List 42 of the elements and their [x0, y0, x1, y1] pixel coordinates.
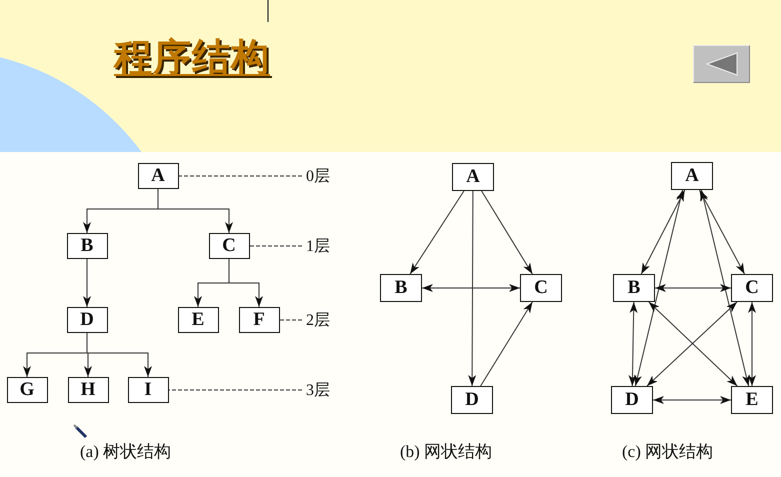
figure-caption: (a) 树状结构 [80, 441, 172, 463]
arrow [640, 190, 686, 274]
level-label: 2层 [302, 310, 334, 330]
node-box: H [68, 377, 108, 403]
figure-caption: (c) 网状结构 [622, 441, 714, 463]
slide-title: 程序结构 [114, 34, 270, 81]
node-box: E [731, 386, 773, 414]
arrow [700, 190, 750, 386]
node-box: D [451, 386, 493, 414]
level-label: 0层 [302, 166, 334, 186]
figure-caption: (b) 网状结构 [400, 441, 492, 463]
node-box: D [66, 307, 108, 333]
node-box: I [128, 377, 168, 403]
arrow [654, 284, 732, 292]
arrow [652, 396, 732, 404]
arrow [628, 302, 638, 386]
node-box: B [380, 274, 422, 302]
node-box: E [178, 307, 218, 333]
node-box: D [611, 386, 653, 414]
arrow [410, 190, 464, 274]
arrow [468, 190, 476, 386]
arrow [86, 332, 152, 378]
arrow [748, 302, 756, 386]
arrow [699, 190, 745, 274]
arrow [481, 190, 533, 274]
node-box: C [520, 274, 562, 302]
node-box: C [731, 274, 773, 302]
node-box: B [66, 233, 108, 259]
arrow [422, 284, 520, 292]
arrow [228, 258, 263, 308]
arrow [83, 258, 91, 308]
node-box: A [671, 162, 713, 190]
node-box: C [208, 233, 250, 259]
node-box: B [613, 274, 655, 302]
arrow [480, 302, 533, 386]
node-box: A [138, 163, 178, 189]
level-label: 3层 [302, 380, 334, 400]
node-box: G [6, 377, 48, 403]
level-label: 1层 [302, 236, 334, 256]
arrow [634, 190, 684, 386]
node-box: A [452, 163, 494, 191]
node-box: F [238, 307, 280, 333]
